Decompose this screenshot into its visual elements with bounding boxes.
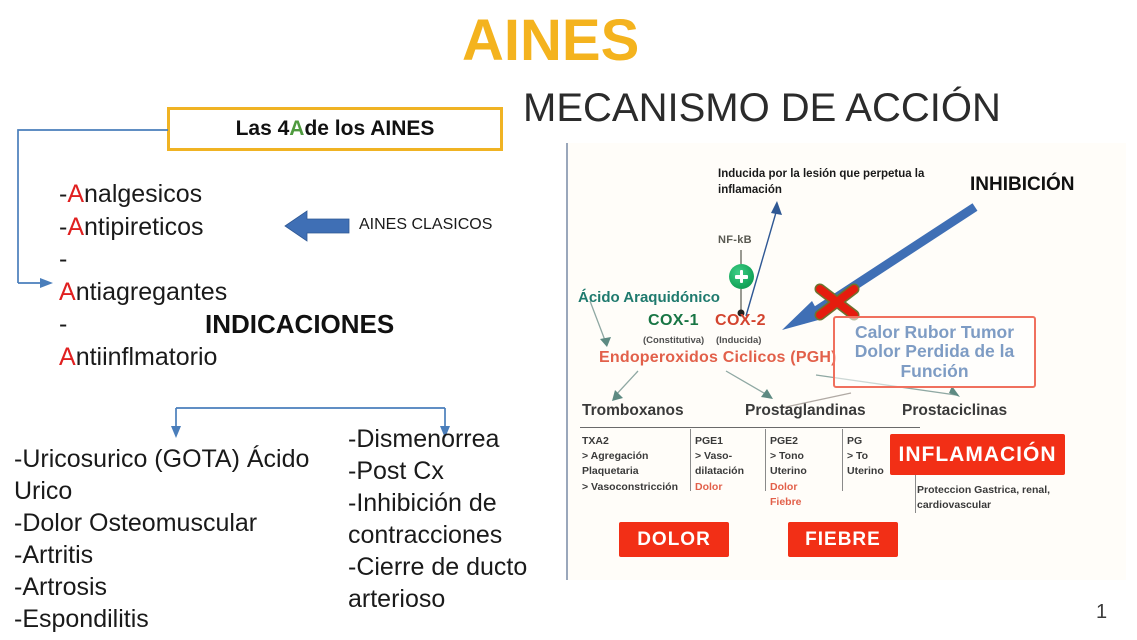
arrow-left-aines-clasicos (284, 210, 350, 242)
column-line: > Vasoconstricción (582, 480, 678, 493)
list-letter: A (59, 277, 76, 306)
label-aines-clasicos: AINES CLASICOS (359, 216, 493, 233)
column-line: > To (847, 450, 869, 463)
diagram-label-cox2: COX-2 (715, 312, 766, 329)
badge-dolor: DOLOR (619, 522, 729, 557)
column-title: PG (847, 435, 863, 447)
indications-right-column: -Dismenorrea -Post Cx -Inhibición de con… (348, 423, 553, 615)
list-dash: - (59, 245, 68, 273)
table-divider-2 (765, 429, 767, 491)
table-top-rule (580, 427, 920, 429)
list-item: -Uricosurico (GOTA) Ácido Urico (14, 445, 310, 505)
list-item: - (59, 308, 227, 341)
list-dash: - (59, 310, 68, 338)
list-letter: A (59, 342, 76, 371)
diagram-label-endoperoxides: Endoperoxidos Ciclicos (PGH) (599, 349, 837, 366)
list-rest: ntipireticos (84, 212, 204, 241)
sign-line-2: Dolor Perdida de la (854, 341, 1015, 362)
list-item: -Artrosis (14, 573, 108, 601)
table-column-pge1: PGE1 > Vaso- dilatación Dolor (695, 434, 744, 495)
callout-box-four-a: Las 4 A de los AINES (167, 107, 503, 151)
list-rest: ntiagregantes (75, 277, 228, 306)
table-divider-3 (842, 429, 844, 491)
diagram-label-nfkb: NF-kB (718, 234, 752, 246)
diagram-header-prostacyclins: Prostaciclinas (902, 402, 1008, 419)
column-line: > Agregación (582, 450, 649, 463)
column-line: Uterino (847, 465, 884, 478)
table-divider-1 (690, 429, 692, 491)
list-rest: nalgesicos (84, 180, 203, 208)
table-column-pg: PG > To Uterino (847, 434, 884, 480)
sign-line-1: Calor Rubor Tumor (854, 321, 1015, 342)
list-item: -Artritis (14, 541, 94, 569)
sign-line-3: Función (900, 360, 969, 381)
column-title: PGE2 (770, 435, 799, 447)
diagram-label-arachidonic-acid: Ácido Araquidónico (578, 289, 720, 306)
callout-text-after: de los AINES (304, 117, 435, 140)
page-number: 1 (1096, 601, 1108, 623)
page-subtitle: MECANISMO DE ACCIÓN (523, 86, 1001, 130)
heading-indicaciones: INDICACIONES (205, 309, 395, 339)
red-x-block-icon (814, 283, 860, 321)
diagram-header-prostaglandins: Prostaglandinas (745, 402, 866, 419)
arrow-inhibition-blue (782, 203, 978, 330)
list-item: -Dolor Osteomuscular (14, 509, 258, 537)
diagram-header-thromboxanes: Tromboxanos (582, 402, 684, 419)
list-item: - (59, 243, 227, 276)
column-line: > Vaso- (695, 450, 733, 463)
column-title: TXA2 (582, 435, 609, 447)
diagram-left-divider (566, 143, 568, 580)
column-line-red: Dolor (770, 480, 798, 493)
list-item: -Dismenorrea (348, 425, 500, 453)
column-line-red: Dolor (695, 480, 723, 493)
plus-circle-icon (729, 264, 754, 289)
badge-fiebre: FIEBRE (788, 522, 898, 557)
diagram-label-cox1: COX-1 (648, 312, 699, 329)
list-item: -Antipireticos (59, 211, 227, 244)
list-rest: ntiinflmatorio (75, 342, 218, 371)
column-line-red: Fiebre (770, 495, 802, 508)
table-divider-4 (915, 475, 917, 513)
list-letter: A (67, 212, 85, 241)
diagram-box-inflammation-signs: Calor Rubor Tumor Dolor Perdida de la Fu… (833, 316, 1036, 388)
badge-inflamacion: INFLAMACIÓN (890, 434, 1065, 475)
list-item: Antiinflmatorio (59, 341, 227, 374)
column-title: PGE1 (695, 435, 724, 447)
list-item: -Espondilitis (14, 605, 149, 633)
diagram-label-inhibition: INHIBICIÓN (970, 174, 1075, 195)
four-a-list: -Analgesicos -Antipireticos - Antiagrega… (59, 178, 227, 373)
diagram-sublabel-cox2: (Inducida) (716, 335, 762, 346)
indications-left-column: -Uricosurico (GOTA) Ácido Urico -Dolor O… (14, 443, 344, 635)
list-letter: A (67, 180, 85, 208)
list-dash: - (59, 212, 68, 241)
list-item: -Inhibición de contracciones (348, 489, 503, 549)
connector-box-to-antiagregantes (17, 129, 168, 288)
diagram-note-induced: Inducida por la lesión que perpetua la i… (718, 168, 925, 197)
callout-text-before: Las 4 (235, 117, 290, 140)
list-item: -Analgesicos (59, 178, 227, 211)
column-line: > Tono (770, 450, 804, 463)
column-line: dilatación (695, 465, 745, 478)
diagram-note-protection: Proteccion Gastrica, renal, cardiovascul… (917, 484, 1051, 512)
column-line: Plaquetaria (582, 465, 639, 478)
column-line: Uterino (770, 465, 807, 478)
table-column-pge2: PGE2 > Tono Uterino Dolor Fiebre (770, 434, 807, 510)
table-column-txa2: TXA2 > Agregación Plaquetaria > Vasocons… (582, 434, 678, 495)
page-title: AINES (462, 8, 640, 73)
list-item: -Cierre de ducto arterioso (348, 553, 528, 613)
diagram-effects-table: TXA2 > Agregación Plaquetaria > Vasocons… (580, 427, 980, 513)
diagram-sublabel-cox1: (Constitutiva) (643, 335, 705, 346)
connector-bracket-indications (171, 407, 450, 438)
list-item: Antiagregantes (59, 276, 227, 309)
list-dash: - (59, 180, 68, 208)
list-item: -Post Cx (348, 457, 444, 485)
callout-highlight-letter: A (289, 117, 305, 140)
